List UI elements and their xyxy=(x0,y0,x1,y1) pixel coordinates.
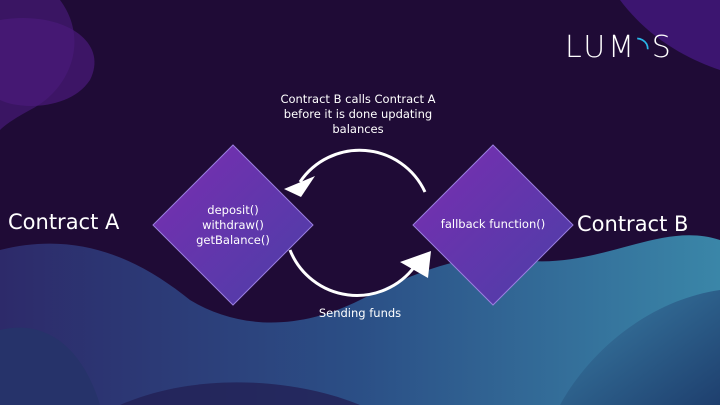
contract-b-diamond xyxy=(412,144,574,306)
label-line: Contract B calls Contract A xyxy=(280,92,436,106)
function-fallback: fallback function() xyxy=(440,217,546,231)
contract-a-diamond xyxy=(152,144,314,306)
lumos-logo: LUM◝S xyxy=(565,30,674,65)
function-deposit: deposit() xyxy=(207,203,259,217)
function-withdraw: withdraw() xyxy=(202,218,264,232)
contract-a-functions: deposit() withdraw() getBalance() xyxy=(173,203,293,248)
label-line: balances xyxy=(332,122,384,136)
contract-a-label: Contract A xyxy=(8,210,120,234)
sending-funds-label: Sending funds xyxy=(318,306,402,320)
label-line: before it is done updating xyxy=(283,107,433,121)
callback-arrowhead xyxy=(284,176,315,197)
send-funds-arc xyxy=(288,249,417,297)
callback-arc xyxy=(298,148,427,193)
function-getbalance: getBalance() xyxy=(196,233,270,247)
send-funds-arrowhead xyxy=(400,251,431,278)
reentrancy-label: Contract B calls Contract A before it is… xyxy=(248,92,468,137)
contract-b-label: Contract B xyxy=(577,212,689,236)
